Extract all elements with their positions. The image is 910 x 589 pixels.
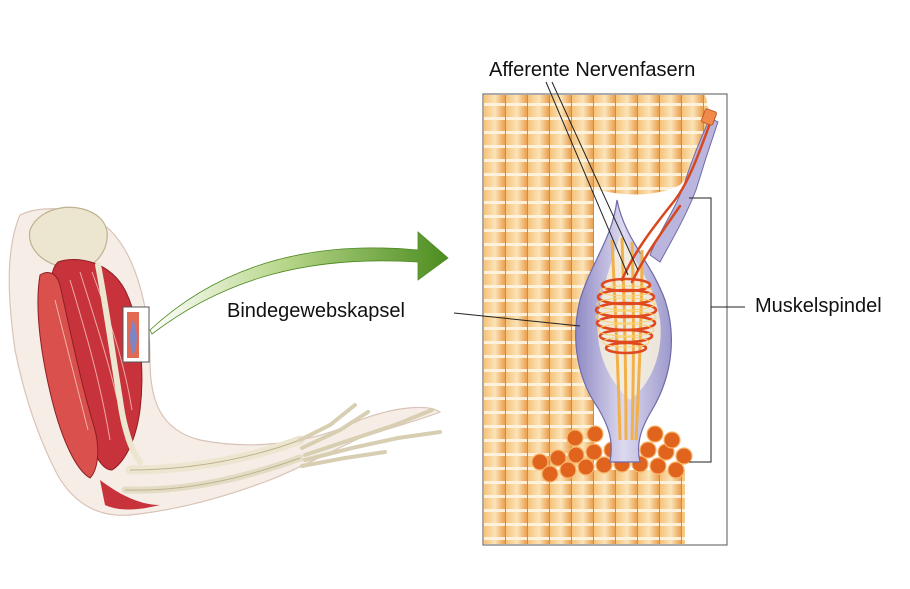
forearm-muscle xyxy=(100,480,160,510)
label-afferent-nerve-fibers: Afferente Nervenfasern xyxy=(489,59,696,81)
humerus-bone xyxy=(95,262,143,465)
spindle-bracket xyxy=(689,197,712,463)
shoulder-bone xyxy=(28,206,108,269)
hand-bones xyxy=(298,403,442,468)
intrafusal-fibers xyxy=(610,237,644,441)
annulospiral-endings xyxy=(594,277,658,355)
leader-afferent-2 xyxy=(551,81,639,271)
zoom-source-spindle xyxy=(130,320,137,355)
zoom-arrow xyxy=(149,231,449,335)
leader-lines xyxy=(453,81,745,463)
muscle-fiber-bundle-top xyxy=(520,95,709,195)
arm-illustration xyxy=(8,206,442,516)
leader-afferent-1 xyxy=(545,81,629,276)
afferent-nerve-fibers-drawing xyxy=(620,116,714,284)
leader-capsule xyxy=(453,312,581,327)
detail-panel xyxy=(482,93,728,546)
triceps-muscle xyxy=(37,272,99,479)
label-muscle-spindle: Muskelspindel xyxy=(755,295,882,317)
label-connective-tissue-capsule: Bindegewebskapsel xyxy=(227,300,405,322)
